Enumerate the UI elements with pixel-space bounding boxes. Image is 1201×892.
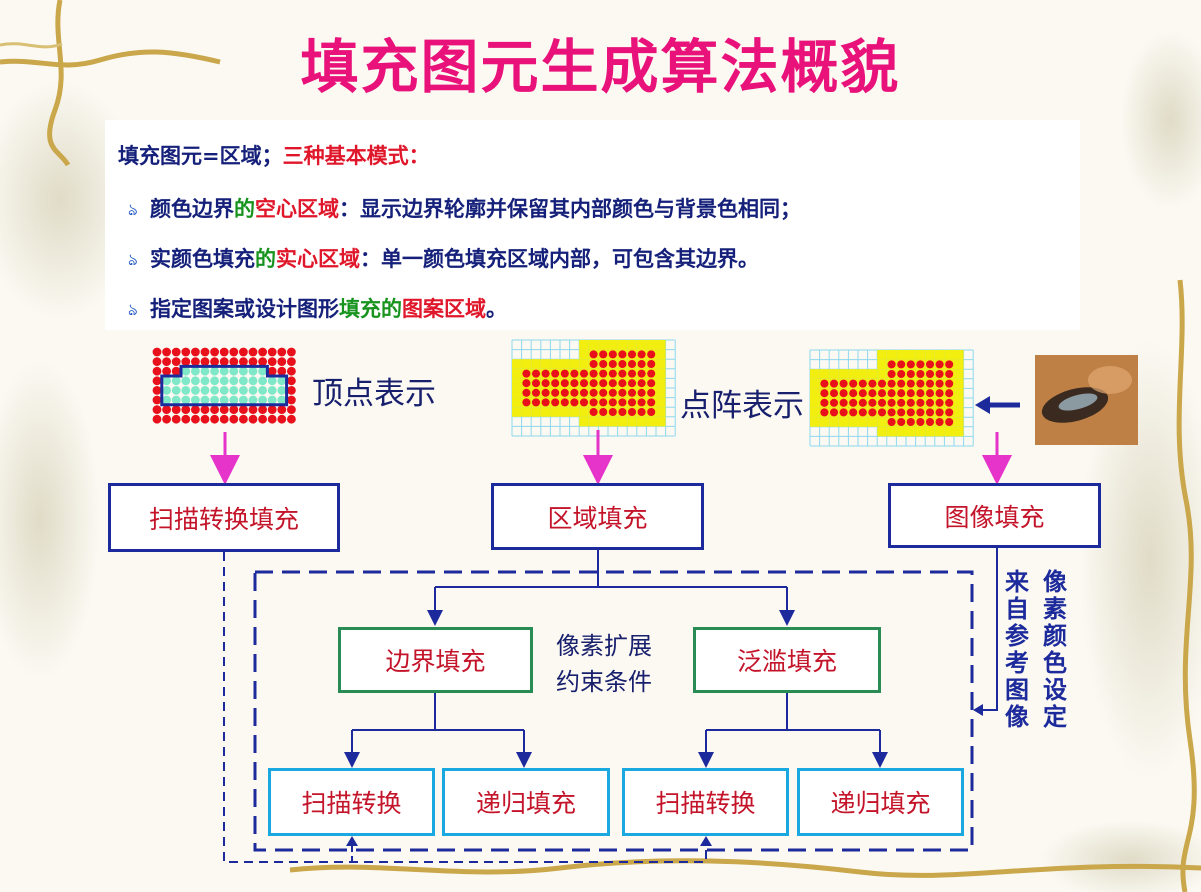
bullet-2-part-2: 的: [255, 246, 276, 271]
intro-line: 填充图元=区域；三种基本模式：: [118, 140, 430, 170]
bullet-hollow-region: 颜色边界的空心区域：显示边界轮廓并保留其内部颜色与背景色相同；: [150, 193, 801, 223]
bullet-1-part-2: 的: [234, 196, 255, 221]
bullet-pattern-region: 指定图案或设计图形填充的图案区域。: [150, 293, 507, 323]
page-title: 填充图元生成算法概貌: [300, 33, 901, 101]
vertical-note-col2: 像素颜色设定: [1043, 567, 1067, 731]
bullet-2-part-4: ：单一颜色填充区域内部，可包含其边界。: [360, 246, 759, 271]
bullet-3-part-3: 图案区域: [402, 296, 486, 321]
scan-link-dashed: [223, 552, 707, 863]
bullet-3-part-4: 。: [486, 296, 507, 321]
flood-fill-box: 泛滥填充: [693, 627, 881, 693]
vertex-representation-label: 顶点表示: [312, 376, 436, 412]
vertical-note-col1: 来自参考图像: [1005, 567, 1029, 731]
curl-bullet-icon: ঌ: [128, 250, 138, 269]
bullet-3-part-1: 指定图案或设计图形: [150, 296, 339, 321]
scan-conversion-fill-box: 扫描转换填充: [108, 483, 340, 552]
constraint-line-1: 像素扩展: [556, 632, 652, 660]
boundary-fill-box: 边界填充: [338, 627, 533, 693]
image-fill-box: 图像填充: [888, 483, 1101, 548]
raster-representation-label: 点阵表示: [680, 388, 804, 424]
pixel-constraint-note: 像素扩展 约束条件: [556, 628, 652, 700]
region-fill-box: 区域填充: [491, 483, 704, 550]
vertex-dot-grid-icon: [152, 347, 296, 424]
text-panel: [105, 120, 1080, 330]
curl-bullet-icon: ঌ: [128, 300, 138, 319]
constraint-line-2: 约束条件: [556, 668, 652, 696]
recursive-fill-box-2: 递归填充: [797, 768, 964, 836]
bullet-2-part-1: 实颜色填充: [150, 246, 255, 271]
recursive-fill-box-1: 递归填充: [442, 768, 610, 836]
raster-dot-grid-icon: [511, 339, 676, 437]
algorithm-group-frame: [253, 570, 974, 852]
eye-photo-icon: [1035, 355, 1138, 445]
raster-dot-grid-icon: [809, 349, 974, 447]
curl-bullet-icon: ঌ: [128, 200, 138, 219]
bullet-1-part-4: ：显示边界轮廓并保留其内部颜色与背景色相同；: [339, 196, 801, 221]
bullet-3-part-2: 填充的: [339, 296, 402, 321]
bullet-2-part-3: 实心区域: [276, 246, 360, 271]
intro-part2: 三种基本模式：: [282, 143, 430, 168]
scan-convert-box-1: 扫描转换: [268, 768, 435, 836]
bullet-solid-region: 实颜色填充的实心区域：单一颜色填充区域内部，可包含其边界。: [150, 243, 759, 273]
bullet-1-part-3: 空心区域: [255, 196, 339, 221]
scan-convert-box-2: 扫描转换: [622, 768, 789, 836]
bullet-1-part-1: 颜色边界: [150, 196, 234, 221]
intro-part1: 填充图元=区域；: [118, 143, 283, 168]
